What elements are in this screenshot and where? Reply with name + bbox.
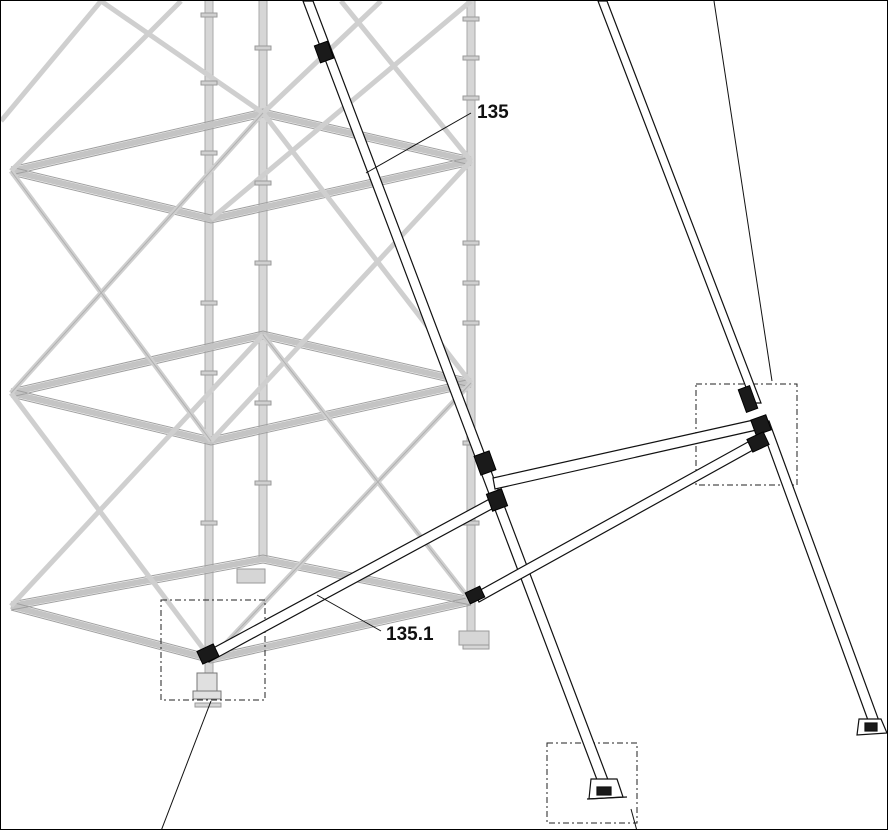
scaffold-tower xyxy=(1,1,490,708)
coupler-mid-upper xyxy=(473,450,497,476)
couplers xyxy=(196,40,772,665)
leader-135-1 xyxy=(316,594,382,632)
brace-135-right-a xyxy=(597,1,762,404)
coupler-top xyxy=(313,40,335,64)
leader-bottom-left xyxy=(161,700,212,829)
coupler-left-foot xyxy=(196,643,220,665)
brace-135-right-b xyxy=(758,420,880,724)
coupler-right-low xyxy=(746,431,770,453)
foot-plate-right xyxy=(856,718,887,736)
coupler-mid-lower xyxy=(485,488,509,512)
foot-plate-left xyxy=(192,672,222,700)
detail-frame-base-left xyxy=(160,599,266,701)
leader-135 xyxy=(365,112,472,174)
tower-level-2 xyxy=(10,331,472,445)
callout-label-strut: 135.1 xyxy=(386,624,434,645)
tower-base-plates xyxy=(194,568,490,708)
leader-lines xyxy=(161,1,773,829)
callout-label-brace: 135 xyxy=(477,102,509,123)
coupler-tower xyxy=(464,585,486,605)
coupler-right-top xyxy=(737,385,759,413)
tower-level-1 xyxy=(10,109,472,223)
leader-bottom-mid xyxy=(630,808,637,829)
leader-top-right xyxy=(713,1,773,382)
strut-135-1-upper xyxy=(492,418,762,490)
foot-plate-middle xyxy=(586,778,628,800)
brace-135-left xyxy=(302,1,614,794)
tower-rosettes xyxy=(200,12,480,526)
